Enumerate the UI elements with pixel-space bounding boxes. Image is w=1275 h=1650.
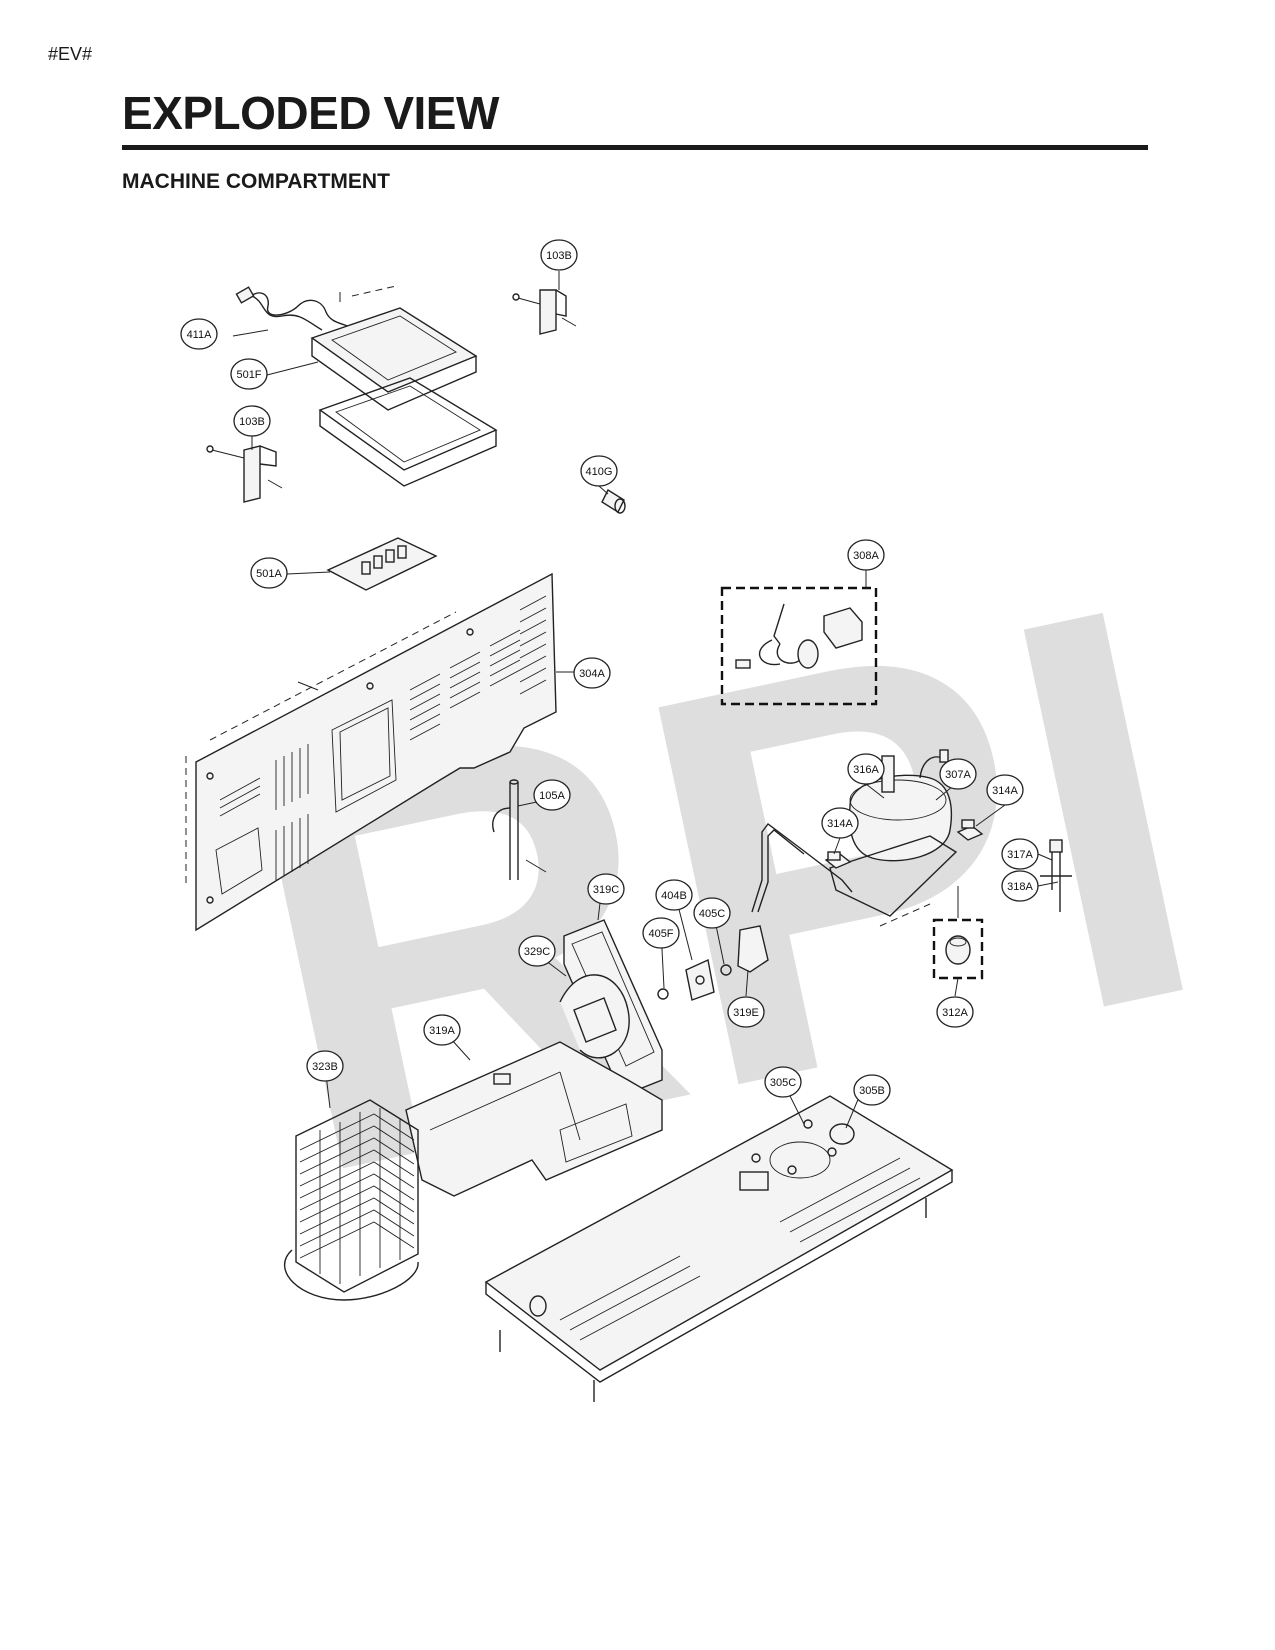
svg-text:308A: 308A <box>853 550 879 562</box>
svg-text:314A: 314A <box>992 785 1018 797</box>
bracket-left <box>206 445 283 503</box>
svg-text:411A: 411A <box>187 329 213 341</box>
svg-text:317A: 317A <box>1007 849 1033 861</box>
svg-text:312A: 312A <box>942 1007 968 1019</box>
part-label-312a: 312A <box>936 996 974 1028</box>
svg-text:410G: 410G <box>586 466 613 478</box>
capacitor <box>601 488 626 514</box>
part-label-304a: 304A <box>573 657 611 689</box>
part-label-405f: 405F <box>642 917 680 949</box>
part-label-308a: 308A <box>847 539 885 571</box>
part-label-410g: 410G <box>580 455 618 487</box>
fan-shroud <box>559 919 663 1097</box>
part-label-314a-right: 314A <box>986 774 1024 806</box>
condenser-coil <box>284 1099 419 1301</box>
svg-text:405C: 405C <box>699 908 725 920</box>
svg-text:305B: 305B <box>859 1085 885 1097</box>
fan-motor-parts <box>657 925 769 1001</box>
svg-text:103B: 103B <box>239 416 265 428</box>
part-label-501a: 501A <box>250 557 288 589</box>
svg-text:501F: 501F <box>236 369 261 381</box>
svg-text:319A: 319A <box>429 1025 455 1037</box>
compressor <box>829 749 958 927</box>
part-label-305c: 305C <box>764 1066 802 1098</box>
part-label-307a: 307A <box>939 758 977 790</box>
part-label-318a: 318A <box>1001 870 1039 902</box>
overload-pins <box>1040 839 1072 912</box>
relay-kit <box>720 586 878 706</box>
svg-text:319C: 319C <box>593 884 619 896</box>
svg-text:305C: 305C <box>770 1077 796 1089</box>
part-label-105a: 105A <box>533 779 571 811</box>
svg-text:307A: 307A <box>945 769 971 781</box>
svg-text:319E: 319E <box>733 1007 759 1019</box>
section-subtitle: MACHINE COMPARTMENT <box>122 170 390 193</box>
control-box <box>310 285 498 487</box>
svg-text:304A: 304A <box>579 668 605 680</box>
part-label-501f: 501F <box>230 358 268 390</box>
grommet-right <box>956 819 984 841</box>
svg-text:316A: 316A <box>853 764 879 776</box>
part-label-404b: 404B <box>655 879 693 911</box>
svg-text:314A: 314A <box>827 818 853 830</box>
part-label-411a: 411A <box>180 318 218 350</box>
page-title: EXPLODED VIEW <box>122 87 499 139</box>
pcb-board <box>326 537 438 591</box>
svg-text:405F: 405F <box>648 928 673 940</box>
part-label-317a: 317A <box>1001 838 1039 870</box>
part-label-319a: 319A <box>423 1014 461 1046</box>
part-label-103b-left: 103B <box>233 405 271 437</box>
rear-cover-panel <box>185 572 557 932</box>
svg-text:323B: 323B <box>312 1061 338 1073</box>
part-label-103b-top: 103B <box>540 239 578 271</box>
part-label-319c: 319C <box>587 873 625 905</box>
part-label-305b: 305B <box>853 1074 891 1106</box>
part-label-316a: 316A <box>847 753 885 785</box>
grommet-left <box>824 851 852 869</box>
svg-text:318A: 318A <box>1007 881 1033 893</box>
page-tag: #EV# <box>48 44 93 64</box>
bracket-top <box>512 289 577 335</box>
part-label-314a-left: 314A <box>821 807 859 839</box>
refrigerant-tubing <box>751 823 853 913</box>
svg-text:404B: 404B <box>661 890 687 902</box>
base-tray <box>405 1041 663 1197</box>
svg-text:105A: 105A <box>539 790 565 802</box>
svg-text:103B: 103B <box>546 250 572 262</box>
part-label-405c: 405C <box>693 897 731 929</box>
svg-text:329C: 329C <box>524 946 550 958</box>
part-label-319e: 319E <box>727 996 765 1028</box>
power-cord <box>235 286 357 333</box>
part-label-329c: 329C <box>518 935 556 967</box>
start-relay <box>932 886 984 980</box>
part-label-323b: 323B <box>306 1050 344 1082</box>
title-rule <box>122 145 1148 150</box>
svg-text:501A: 501A <box>256 568 282 580</box>
drain-tube <box>492 779 547 880</box>
